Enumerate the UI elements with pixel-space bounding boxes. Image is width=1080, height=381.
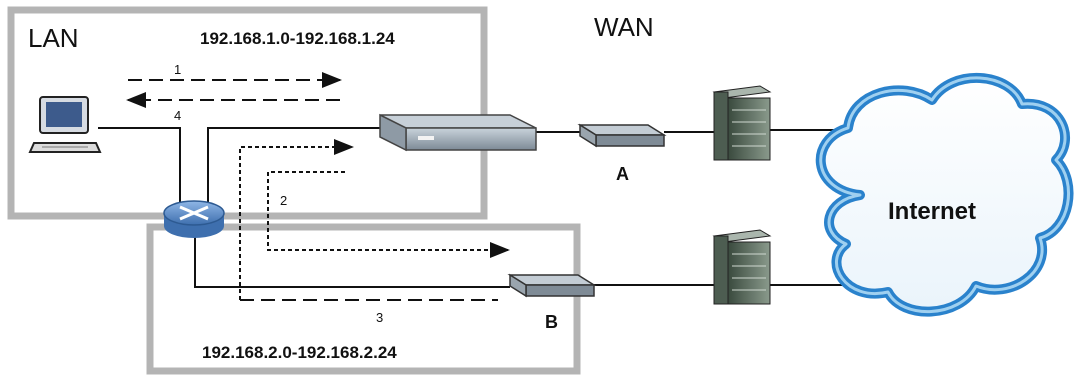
lan-box-upper: [7, 6, 488, 220]
lan-subnet-top: 192.168.1.0-192.168.1.24: [200, 29, 395, 48]
modem-icon: [507, 273, 597, 298]
router-to-main-device-link: [207, 127, 380, 205]
path-label-4: 4: [174, 108, 181, 123]
wan-label: WAN: [594, 12, 654, 42]
pc-to-router-link: [98, 127, 181, 205]
cloud-label: Internet: [888, 198, 976, 225]
path-label-2: 2: [280, 193, 287, 208]
lan-box-lower: [146, 223, 581, 375]
internet-cloud-icon: [815, 73, 1074, 317]
device-b-label: B: [545, 312, 558, 332]
server-rack-icon: [712, 85, 772, 161]
flow-path-2b: [267, 171, 510, 258]
lan-subnet-bottom: 192.168.2.0-192.168.2.24: [202, 343, 397, 362]
computer-icon: [28, 96, 102, 153]
flow-path-2a: [239, 139, 354, 300]
modem-icon: [577, 123, 667, 148]
server-rack-icon: [712, 229, 772, 305]
path-label-3: 3: [376, 310, 383, 325]
network-switch-icon: [379, 113, 537, 152]
network-links: [98, 127, 862, 288]
lan-label: LAN: [28, 23, 79, 53]
flow-paths: [126, 72, 510, 301]
router-icon: [163, 200, 225, 238]
router-to-modem-b-link: [194, 235, 510, 288]
device-a-label: A: [616, 164, 629, 184]
path-label-1: 1: [174, 62, 181, 77]
